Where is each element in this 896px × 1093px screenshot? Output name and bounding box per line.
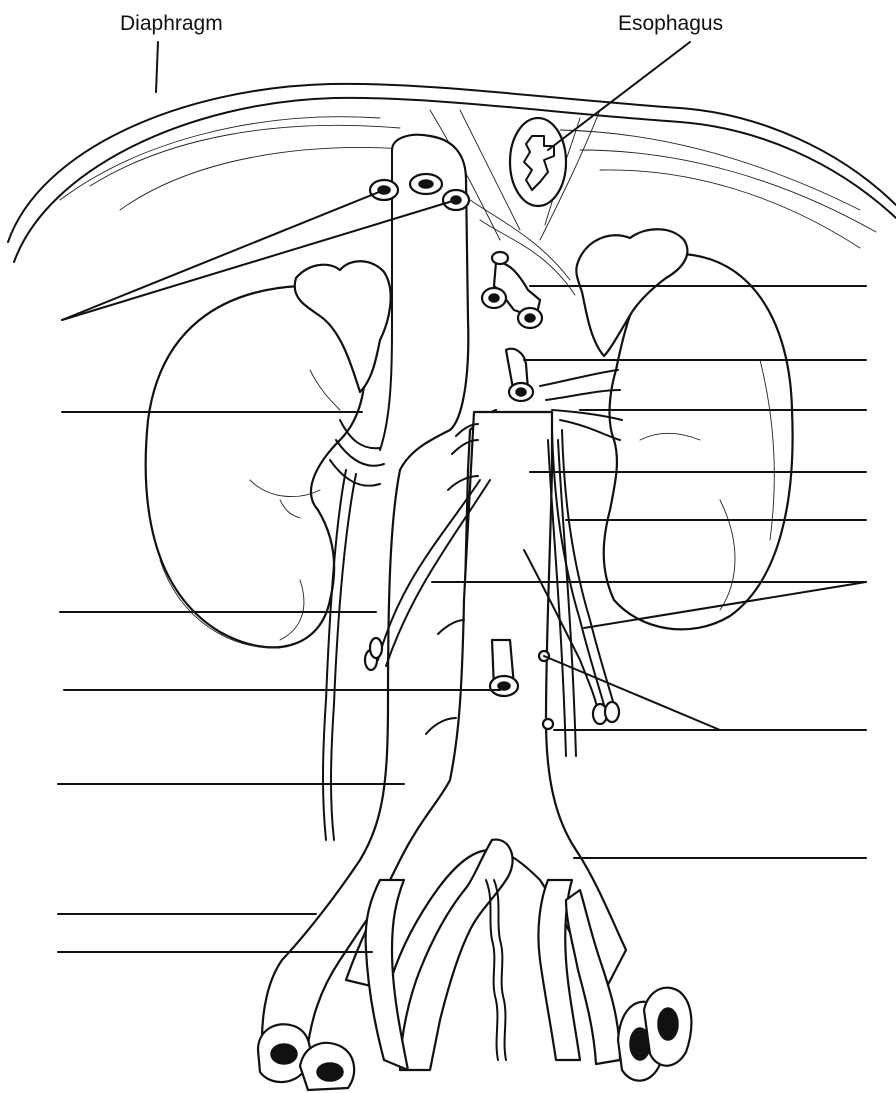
celiac-trunk-branches (482, 252, 542, 401)
diaphragm-label: Diaphragm (120, 12, 223, 35)
esophagus-label: Esophagus (618, 12, 723, 35)
esophagus (510, 118, 566, 206)
